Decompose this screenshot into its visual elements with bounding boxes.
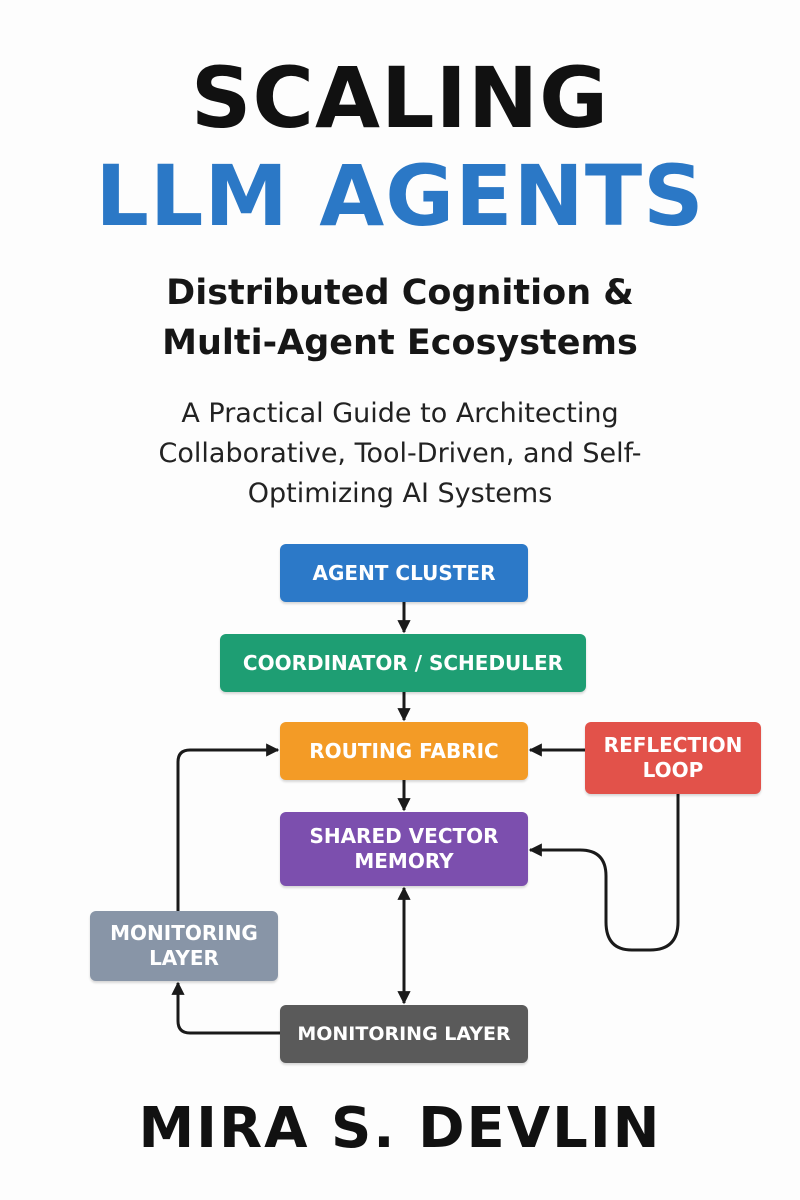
shared-memory-label-line-2: MEMORY [354, 849, 454, 873]
shared-vector-memory-node: SHARED VECTOR MEMORY [280, 812, 528, 886]
arrow-reflection-loop-to-memory [528, 794, 680, 952]
subtitle-line-1: Distributed Cognition & [166, 273, 634, 313]
monitoring-layer-side-node: MONITORING LAYER [90, 911, 278, 981]
reflection-loop-node: REFLECTION LOOP [585, 722, 761, 794]
tagline-line-3: Optimizing AI Systems [247, 478, 553, 509]
coordinator-scheduler-label: COORDINATOR / SCHEDULER [242, 650, 564, 675]
subtitle-line-2: Multi-Agent Ecosystems [162, 323, 638, 363]
reflection-loop-label-line-2: LOOP [642, 758, 704, 782]
shared-memory-label-line-1: SHARED VECTOR [309, 824, 499, 848]
routing-fabric-node: ROUTING FABRIC [280, 722, 528, 780]
reflection-loop-label-line-1: REFLECTION [603, 733, 743, 757]
tagline-line-2: Collaborative, Tool-Driven, and Self- [158, 438, 642, 469]
subtitle: Distributed Cognition & Multi-Agent Ecos… [0, 268, 800, 368]
tagline: A Practical Guide to Architecting Collab… [0, 394, 800, 514]
author-name: MIRA S. DEVLIN [138, 1096, 662, 1161]
arrow-monitoring-left-to-routing [176, 743, 280, 911]
coordinator-scheduler-node: COORDINATOR / SCHEDULER [220, 634, 586, 692]
routing-fabric-label: ROUTING FABRIC [309, 738, 499, 763]
title-line-1: SCALING [190, 49, 610, 147]
monitoring-side-label-line-2: LAYER [149, 946, 219, 970]
tagline-line-1: A Practical Guide to Architecting [181, 398, 619, 429]
agent-cluster-label: AGENT CLUSTER [312, 560, 496, 585]
monitoring-layer-bottom-node: MONITORING LAYER [280, 1005, 528, 1063]
monitoring-bottom-label: MONITORING LAYER [297, 1022, 511, 1045]
monitoring-side-label-line-1: MONITORING [110, 921, 258, 945]
title-line-2: LLM AGENTS [95, 147, 705, 245]
arrow-monitoring-bottom-to-left [171, 981, 280, 1035]
agent-cluster-node: AGENT CLUSTER [280, 544, 528, 602]
